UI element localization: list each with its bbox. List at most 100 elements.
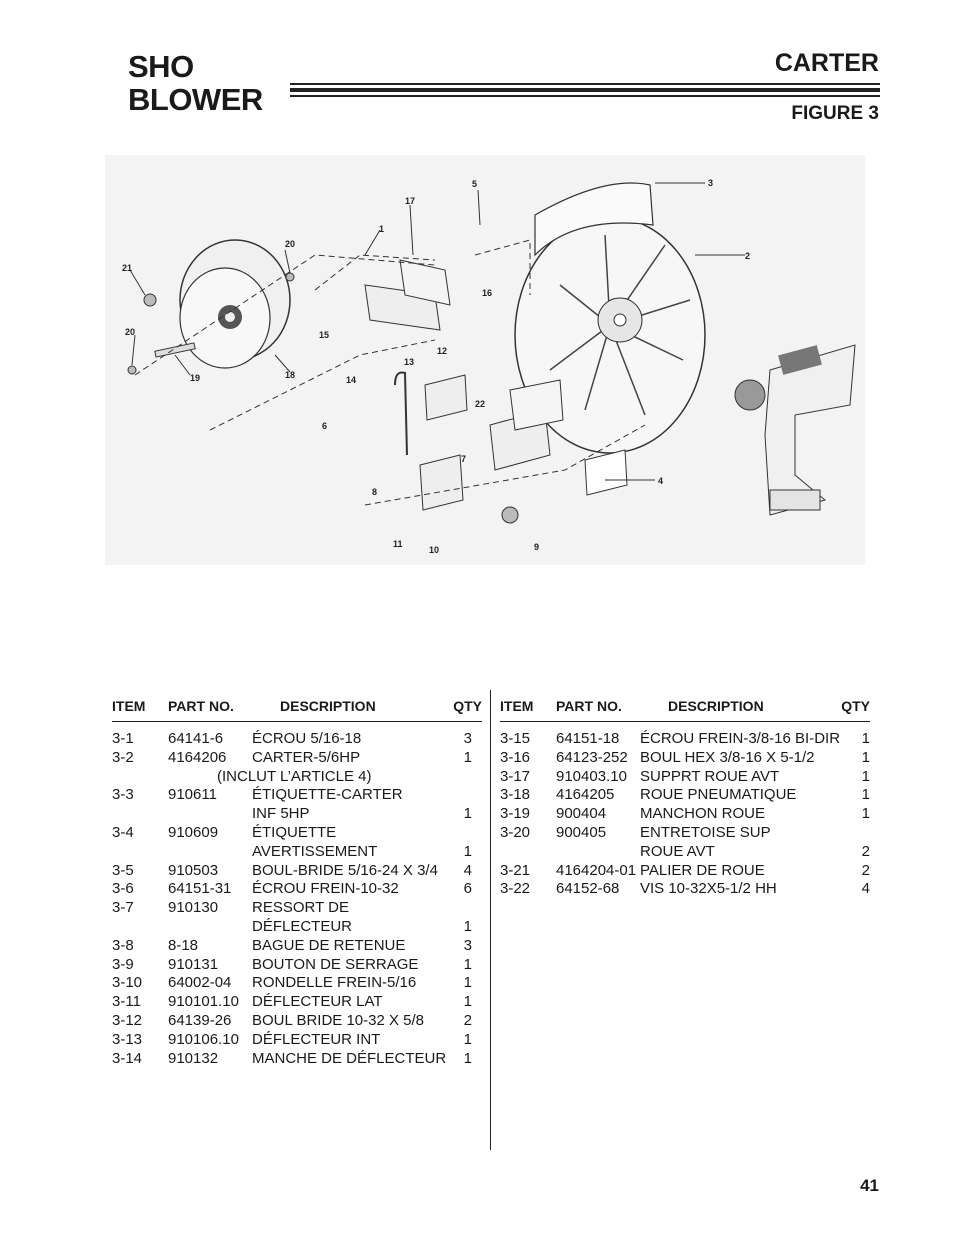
row-part-no: 910611	[168, 786, 217, 804]
row-qty: 1	[463, 955, 472, 973]
row-qty: 1	[463, 993, 472, 1011]
row-item: 3-22	[500, 880, 531, 898]
row-part-no: 64152-68	[556, 880, 620, 898]
col-item: ITEM	[112, 698, 146, 714]
row-description: RONDELLE FREIN-5/16	[252, 974, 417, 992]
table-row: (INCLUT L’ARTICLE 4)	[112, 768, 482, 787]
table-row: 3-16 64123-252 BOUL HEX 3/8-16 X 5-1/2 1	[500, 749, 870, 768]
row-item: 3-16	[500, 748, 531, 766]
row-item: 3-11	[112, 993, 141, 1011]
exploded-parts-diagram: 1 2 3 4 5 6 7 8 9 10 11 12 13 14 15 16 1…	[105, 155, 865, 565]
callout-11: 11	[393, 539, 403, 549]
table-row: 3-2 4164206 CARTER-5/6HP 1	[112, 749, 482, 768]
row-qty: 2	[463, 1011, 472, 1029]
row-qty: 2	[861, 861, 870, 879]
row-qty: 1	[463, 917, 472, 935]
row-description: AVERTISSEMENT	[252, 842, 378, 860]
callout-10: 10	[429, 545, 439, 555]
row-description: ÉCROU 5/16-18	[252, 730, 362, 747]
row-qty: 1	[861, 786, 870, 804]
callout-14: 14	[346, 375, 356, 385]
row-description: ÉCROU FREIN-3/8-16 BI-DIR	[640, 730, 841, 747]
brand-title: SHO BLOWER	[128, 50, 263, 116]
row-item: 3-9	[112, 955, 134, 973]
row-qty: 4	[861, 880, 870, 898]
row-item: 3-5	[112, 861, 134, 879]
row-item: 3-10	[112, 974, 143, 992]
row-item: 3-2	[112, 748, 134, 766]
row-part-no: 910101.10	[168, 993, 239, 1011]
row-item: 3-19	[500, 805, 531, 823]
section-title: CARTER	[774, 49, 879, 77]
col-description: DESCRIPTION	[668, 698, 764, 714]
callout-4: 4	[658, 476, 663, 486]
callout-20-top: 20	[285, 239, 295, 249]
callout-12: 12	[437, 346, 447, 356]
row-part-no: 4164206	[168, 748, 227, 766]
row-qty: 1	[861, 730, 870, 747]
row-description: CARTER-5/6HP	[252, 748, 361, 766]
row-part-no: 64139-26	[168, 1011, 232, 1029]
row-description: PALIER DE ROUE	[640, 861, 765, 879]
row-item: 3-4	[112, 823, 134, 841]
row-description: MANCHON ROUE	[640, 805, 766, 823]
row-qty: 1	[463, 748, 472, 766]
row-part-no: 910403.10	[556, 767, 627, 785]
brand-line-1: SHO	[128, 49, 194, 84]
row-part-no: 8-18	[168, 936, 199, 954]
row-part-no: 64123-252	[556, 748, 628, 766]
callout-1: 1	[379, 224, 384, 234]
row-qty: 1	[463, 974, 472, 992]
row-part-no: 64151-18	[556, 730, 620, 747]
row-description: ÉTIQUETTE-CARTER	[252, 786, 403, 804]
table-row: 3-22 64152-68 VIS 10-32X5-1/2 HH 4	[500, 880, 870, 899]
row-item: 3-8	[112, 936, 134, 954]
row-qty: 1	[861, 748, 870, 766]
col-item: ITEM	[500, 698, 534, 714]
callout-16: 16	[482, 288, 492, 298]
row-qty: 3	[463, 936, 472, 954]
col-description: DESCRIPTION	[280, 698, 376, 714]
table-row: 3-3 910611 ÉTIQUETTE-CARTER	[112, 786, 482, 805]
row-item: 3-21	[500, 861, 531, 879]
row-description: BOUL HEX 3/8-16 X 5-1/2	[640, 748, 815, 766]
callout-17: 17	[405, 196, 415, 206]
table-header: ITEM PART NO. DESCRIPTION QTY	[500, 695, 870, 722]
row-description: BOUL-BRIDE 5/16-24 X 3/4	[252, 861, 438, 879]
row-part-no: 910132	[168, 1049, 219, 1067]
row-description: ROUE AVT	[640, 842, 715, 860]
row-item: 3-13	[112, 1030, 143, 1048]
callout-5: 5	[472, 179, 477, 189]
row-description: SUPPRT ROUE AVT	[640, 767, 780, 785]
row-item: 3-3	[112, 786, 134, 804]
brand-line-2: BLOWER	[128, 82, 263, 117]
col-part-no: PART NO.	[168, 698, 234, 714]
row-part-no: 910131	[168, 955, 219, 973]
callout-20-bottom: 20	[125, 327, 135, 337]
row-description: BOUL BRIDE 10-32 X 5/8	[252, 1011, 425, 1029]
row-part-no: 910503	[168, 861, 219, 879]
callout-22: 22	[475, 399, 485, 409]
row-description: ÉCROU FREIN-10-32	[252, 880, 399, 898]
row-item: 3-14	[112, 1049, 143, 1067]
row-item: 3-18	[500, 786, 531, 804]
row-description: ENTRETOISE SUP	[640, 823, 771, 841]
row-description: VIS 10-32X5-1/2 HH	[640, 880, 777, 898]
row-item: 3-7	[112, 899, 134, 917]
callout-13: 13	[404, 357, 414, 367]
row-part-no: 64141-6	[168, 730, 224, 747]
row-part-no: 64151-31	[168, 880, 232, 898]
header-rules	[290, 83, 880, 100]
row-description: MANCHE DE DÉFLECTEUR	[252, 1049, 447, 1067]
